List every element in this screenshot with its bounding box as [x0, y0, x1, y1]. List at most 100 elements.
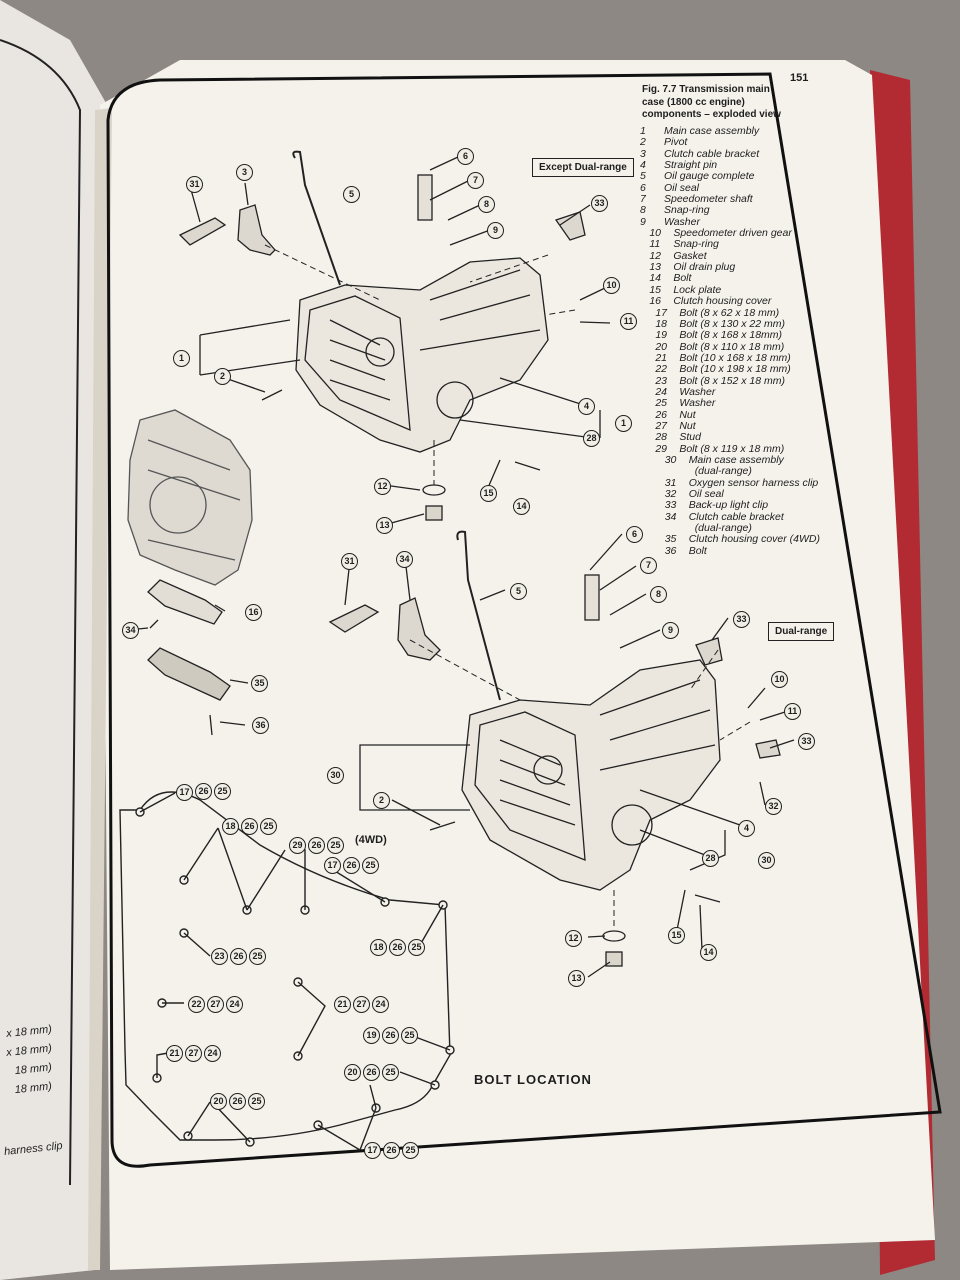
cover-35-drawing	[147, 647, 231, 701]
callout-number: 20	[344, 1064, 361, 1081]
figure-title-line: components – exploded view	[642, 109, 781, 120]
legend-item-number: 15	[649, 283, 662, 296]
legend-item-number: 34	[664, 510, 677, 523]
callout-number: 25	[362, 857, 379, 874]
legend-item-text: Back-up light clip	[688, 499, 769, 512]
legend-item-text: Gasket	[673, 249, 707, 262]
legend-item-text: Clutch cable bracket	[664, 147, 760, 160]
bolt-location-title: BOLT LOCATION	[474, 1072, 592, 1087]
legend-item-number: 25	[655, 397, 668, 410]
callout-number: 7	[640, 557, 657, 574]
legend-item-continuation: (dual-range)	[694, 522, 752, 535]
callout-number: 24	[372, 996, 389, 1013]
callout-number: 35	[251, 675, 268, 692]
callout-number: 17	[364, 1142, 381, 1159]
callout-number: 18	[370, 939, 387, 956]
callout-number: 11	[784, 703, 801, 720]
callout-number: 16	[245, 604, 262, 621]
clutch-housing-cover-drawing	[127, 409, 253, 586]
figure-title: Fig. 7.7 Transmission main case (1800 cc…	[642, 84, 812, 122]
callout-number: 21	[334, 996, 351, 1013]
callout-number: 22	[188, 996, 205, 1013]
callout-number: 19	[363, 1027, 380, 1044]
callout-number: 4	[738, 820, 755, 837]
callout-number: 17	[324, 857, 341, 874]
dipstick-upper-drawing	[292, 150, 341, 286]
legend-item-number: 5	[640, 170, 646, 183]
legend-item-text: Bolt (8 x 119 x 18 mm)	[679, 442, 785, 455]
legend-item-text: Washer	[679, 397, 716, 410]
callout-number: 8	[650, 586, 667, 603]
callout-number: 7	[467, 172, 484, 189]
callout-number: 15	[668, 927, 685, 944]
callout-number: 36	[252, 717, 269, 734]
callout-number: 12	[565, 930, 582, 947]
except-dual-range-tag: Except Dual-range	[532, 158, 634, 177]
legend-item-text: Bolt (8 x 130 x 22 mm)	[679, 317, 785, 330]
legend-item-number: 18	[655, 317, 668, 330]
legend-item-text: Bolt	[673, 272, 692, 285]
page-number: 151	[790, 72, 809, 84]
legend-item-number: 12	[649, 249, 662, 262]
callout-number: 25	[402, 1142, 419, 1159]
callout-number: 12	[374, 478, 391, 495]
legend-item-number: 26	[655, 408, 668, 421]
callout-number: 25	[248, 1093, 265, 1110]
legend-item-text: Snap-ring	[664, 204, 710, 217]
legend-item-number: 24	[655, 385, 668, 398]
legend-item-text: Bolt (8 x 168 x 18mm)	[679, 329, 783, 342]
cover-16-drawing	[147, 579, 223, 625]
callout-number: 2	[373, 792, 390, 809]
legend-item-number: 36	[664, 544, 677, 557]
legend-item-number: 19	[655, 329, 668, 342]
legend-item-text: Bolt (8 x 62 x 18 mm)	[679, 306, 780, 319]
callout-number: 27	[353, 996, 370, 1013]
figure-title-line: Fig. 7.7 Transmission main	[642, 84, 770, 95]
legend-item-text: Bolt (10 x 198 x 18 mm)	[679, 363, 791, 376]
legend-item-number: 28	[655, 431, 668, 444]
main-case-drawing	[295, 257, 549, 453]
callout-number: 27	[207, 996, 224, 1013]
legend-item-text: Bolt	[688, 544, 707, 557]
callout-number: 26	[382, 1027, 399, 1044]
legend-item-text: Clutch housing cover (4WD)	[688, 533, 820, 546]
callout-number: 24	[226, 996, 243, 1013]
callout-number: 26	[230, 948, 247, 965]
legend-item-number: 1	[640, 125, 646, 137]
legend-item-text: Oil drain plug	[673, 261, 736, 274]
legend-item-text: Stud	[679, 431, 701, 444]
callout-number: 10	[603, 277, 620, 294]
callout-number: 25	[214, 783, 231, 800]
legend-item-number: 22	[655, 363, 668, 376]
callout-number: 30	[758, 852, 775, 869]
callout-number: 26	[363, 1064, 380, 1081]
legend-item-number: 17	[655, 306, 668, 319]
callout-number: 20	[210, 1093, 227, 1110]
callout-number: 28	[583, 430, 600, 447]
bolt-hole-group	[135, 807, 455, 1147]
callout-number: 9	[662, 622, 679, 639]
legend-item: 1 Main case assembly	[640, 125, 870, 137]
legend-item-number: 29	[655, 442, 668, 455]
legend-item-text: Oil seal	[688, 488, 724, 500]
figure-title-line: case (1800 cc engine)	[642, 96, 745, 108]
callout-number: 25	[382, 1064, 399, 1081]
callout-number: 13	[568, 970, 585, 987]
legend-item-number: 11	[649, 238, 661, 251]
legend-item-text: Main case assembly	[664, 125, 760, 137]
legend-item-number: 6	[640, 181, 646, 194]
callout-number: 28	[702, 850, 719, 867]
callout-number: 25	[260, 818, 277, 835]
callout-number: 26	[383, 1142, 400, 1159]
